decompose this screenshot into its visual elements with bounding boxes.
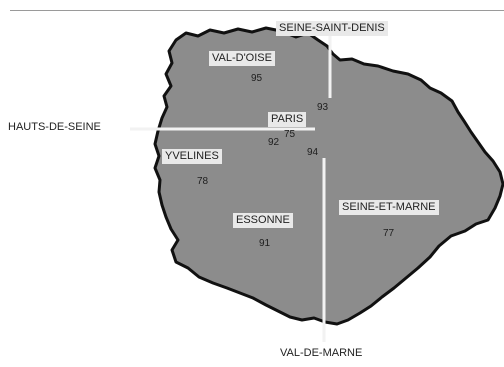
code-93: 93: [317, 102, 329, 113]
label-val-de-marne: VAL-DE-MARNE: [280, 347, 363, 359]
label-yvelines: YVELINES: [162, 149, 222, 164]
code-91: 91: [259, 238, 271, 249]
label-paris: PARIS: [268, 112, 307, 127]
region-outline: [153, 26, 504, 326]
label-essonne: ESSONNE: [233, 213, 293, 228]
code-92: 92: [268, 137, 280, 148]
label-val-d-oise: VAL-D'OISE: [209, 51, 275, 66]
code-75: 75: [284, 129, 296, 140]
label-seine-et-marne: SEINE-ET-MARNE: [339, 200, 439, 215]
top-rule: [10, 10, 504, 11]
code-95: 95: [251, 73, 263, 84]
label-seine-saint-denis: SEINE-SAINT-DENIS: [276, 21, 388, 36]
code-78: 78: [197, 176, 209, 187]
code-94: 94: [307, 147, 319, 158]
code-77: 77: [383, 228, 395, 239]
label-hauts-de-seine: HAUTS-DE-SEINE: [8, 121, 101, 133]
